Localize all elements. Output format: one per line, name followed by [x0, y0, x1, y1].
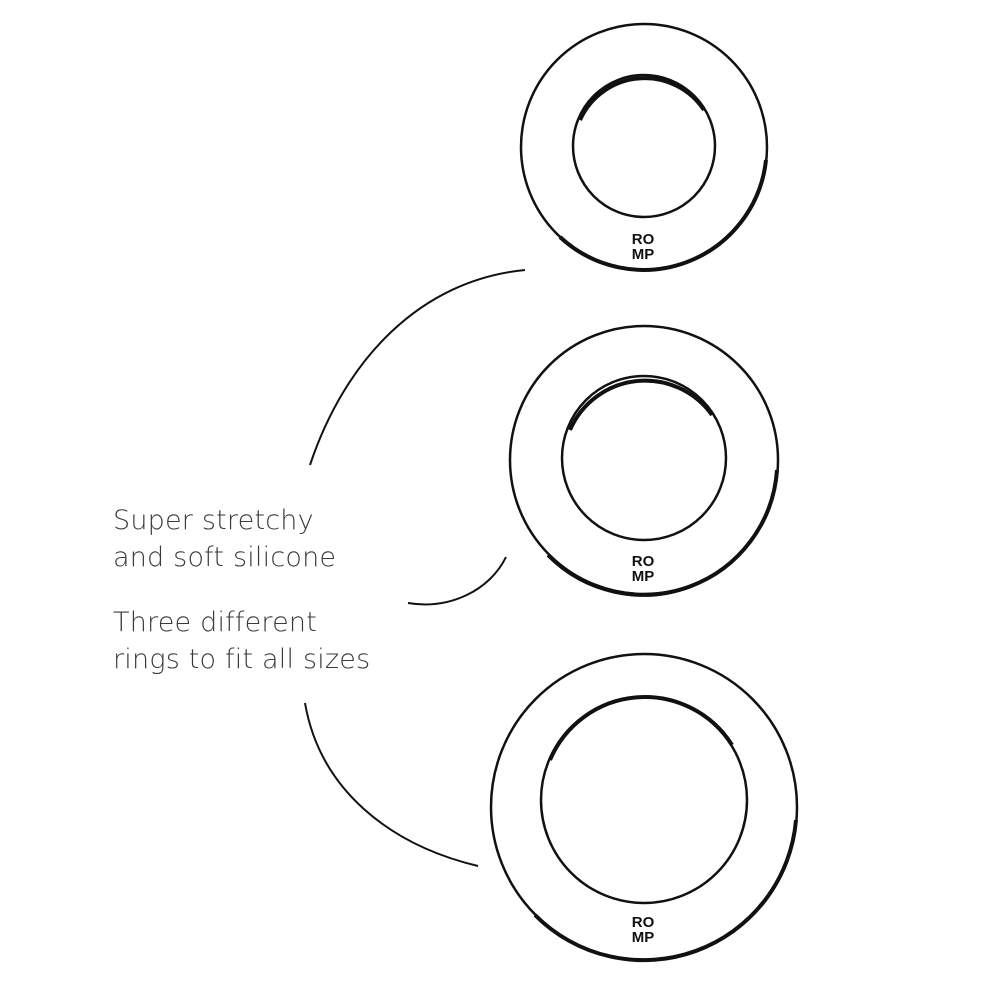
ring-small-outer-shadow — [558, 159, 768, 272]
ring-small-logo-line2: MP — [632, 246, 655, 263]
ring-large-outer-shadow — [533, 819, 798, 963]
ring-large-inner-shadow — [548, 695, 734, 761]
feature-line: Three different — [113, 607, 317, 638]
ring-small-logo-line1: RO — [632, 231, 655, 248]
ring-large-logo-line1: RO — [632, 914, 655, 931]
ring-small-inner — [571, 73, 717, 219]
ring-large: RO MP — [489, 652, 799, 963]
ring-small-inner-shadow — [578, 76, 706, 121]
connector-curve-top — [309, 269, 526, 466]
ring-small: RO MP — [519, 22, 769, 272]
connector-curve-middle — [407, 556, 507, 606]
ring-medium-logo-line2: MP — [632, 568, 655, 585]
feature-line: Super stretchy — [113, 505, 314, 536]
connector-curve-bottom — [304, 702, 479, 867]
feature-line: and soft silicone — [113, 542, 337, 573]
ring-large-logo-line2: MP — [632, 929, 655, 946]
feature-text-stretchy: Super stretchy and soft silicone — [113, 502, 336, 576]
feature-text-sizes: Three different rings to fit all sizes — [113, 604, 370, 678]
ring-medium-inner — [560, 374, 728, 542]
feature-line: rings to fit all sizes — [113, 644, 371, 675]
ring-medium-logo-line1: RO — [632, 553, 655, 570]
ring-medium: RO MP — [508, 324, 780, 597]
ring-medium-inner-shadow — [568, 378, 714, 431]
ring-medium-outer-shadow — [546, 469, 779, 597]
